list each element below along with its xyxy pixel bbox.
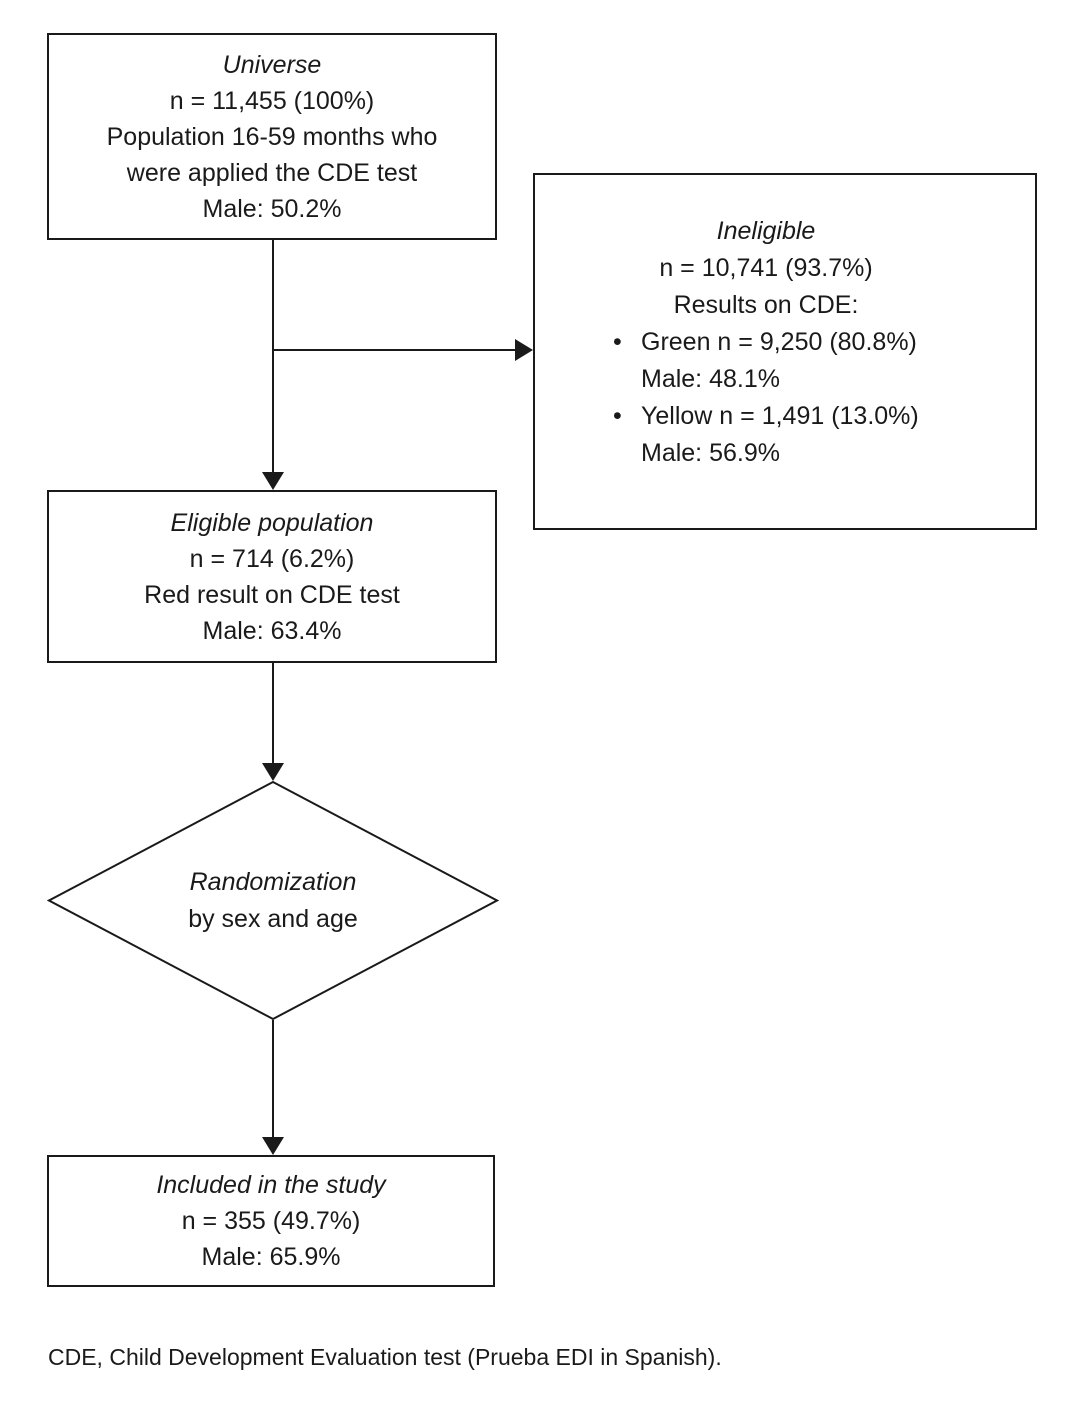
universe-line: were applied the CDE test (126, 158, 418, 187)
connector-eligible-to-randomization (272, 663, 274, 764)
connector-universe-to-eligible (272, 240, 274, 476)
ineligible-line: Results on CDE: (673, 291, 859, 319)
diamond-shape-icon (47, 780, 499, 1021)
bullet-icon: • (613, 328, 622, 356)
included-title: Included in the study (156, 1171, 386, 1199)
arrow-down-icon (262, 1137, 284, 1155)
eligible-line: n = 714 (6.2%) (189, 544, 355, 573)
footnote: CDE, Child Development Evaluation test (… (48, 1344, 722, 1370)
randomization-text: Randomization by sex and age (47, 780, 499, 1021)
connector-randomization-to-included (272, 1020, 274, 1138)
eligible-box: Eligible population n = 714 (6.2%) Red r… (47, 490, 497, 663)
universe-title: Universe (222, 50, 322, 79)
arrow-down-icon (262, 472, 284, 490)
connector-to-ineligible (273, 349, 516, 351)
included-line: n = 355 (49.7%) (181, 1207, 361, 1235)
ineligible-bullet-yellow: • Yellow n = 1,491 (13.0%) (613, 398, 1035, 435)
universe-box: Universe n = 11,455 (100%) Population 16… (47, 33, 497, 240)
bullet-icon: • (613, 402, 622, 430)
eligible-title: Eligible population (170, 508, 374, 537)
universe-line: n = 11,455 (100%) (169, 86, 375, 115)
ineligible-bullet-yellow-label: Yellow n = 1,491 (13.0%) (641, 402, 919, 430)
ineligible-bullet-green: • Green n = 9,250 (80.8%) (613, 324, 1035, 361)
included-line: Male: 65.9% (201, 1243, 341, 1271)
eligible-line: Male: 63.4% (202, 616, 342, 645)
randomization-subtitle: by sex and age (188, 904, 358, 933)
ineligible-box: Ineligible n = 10,741 (93.7%) Results on… (533, 173, 1037, 530)
universe-line: Male: 50.2% (202, 194, 342, 223)
ineligible-line: n = 10,741 (93.7%) (659, 254, 873, 282)
universe-line: Population 16-59 months who (106, 122, 438, 151)
ineligible-bullet-green-label: Green n = 9,250 (80.8%) (641, 328, 917, 356)
ineligible-bullet-green-detail: Male: 48.1% (641, 365, 780, 393)
ineligible-bullet-yellow-detail: Male: 56.9% (641, 439, 780, 467)
randomization-diamond: Randomization by sex and age (47, 780, 499, 1021)
arrow-right-icon (515, 339, 533, 361)
randomization-title: Randomization (189, 867, 357, 896)
included-box: Included in the study n = 355 (49.7%) Ma… (47, 1155, 495, 1287)
eligible-line: Red result on CDE test (144, 580, 400, 609)
arrow-down-icon (262, 763, 284, 781)
ineligible-title: Ineligible (716, 217, 816, 245)
